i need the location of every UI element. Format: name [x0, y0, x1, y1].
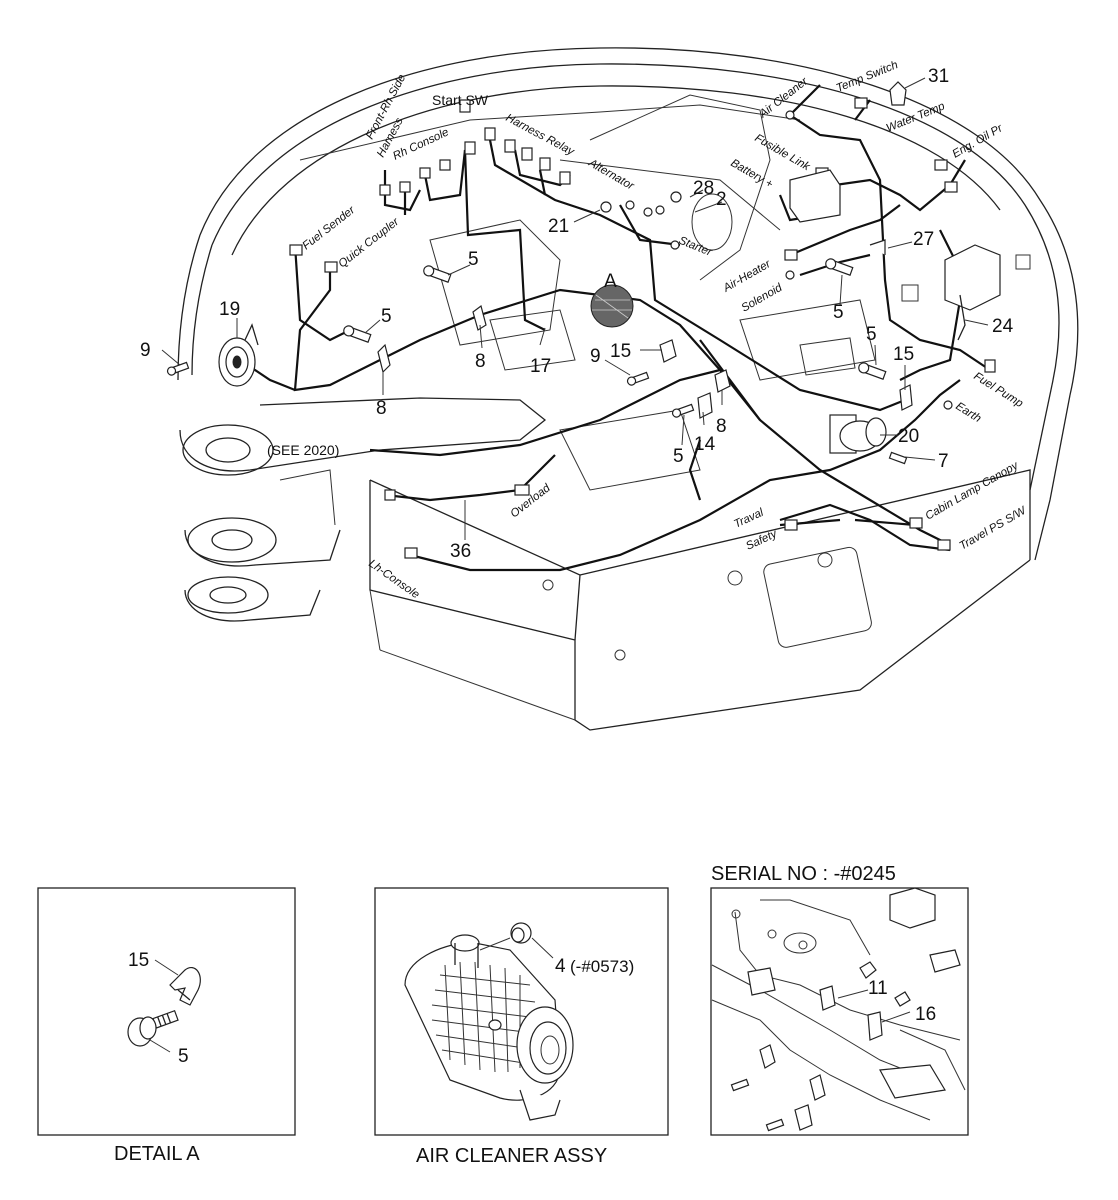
- callout-5-center: 5: [673, 446, 684, 467]
- air-cleaner-mesh: [431, 961, 541, 1073]
- callout-17: 17: [530, 356, 551, 377]
- callout-28: 28: [693, 178, 714, 199]
- callout-2: 2: [716, 189, 727, 210]
- label-lh-console: Lh-Console: [366, 558, 421, 602]
- callout-numbers: 31 28 2 21 27 5 5 5 5 5 19 9 9 8 8 8 17 …: [140, 66, 1014, 562]
- label-traval: Traval: [732, 507, 766, 531]
- callout-9-center: 9: [590, 346, 601, 367]
- callout-36: 36: [450, 541, 471, 562]
- horn-part: [218, 323, 259, 387]
- callout-24: 24: [992, 316, 1014, 337]
- label-safety: Safety: [744, 528, 780, 553]
- callout-5-upper: 5: [468, 249, 479, 270]
- callout-5-far-right: 5: [866, 324, 877, 345]
- detail-a-callout-15: 15: [128, 950, 149, 971]
- callout-15-center: 15: [610, 341, 631, 362]
- callout-14: 14: [694, 434, 716, 455]
- callout-8-mid: 8: [475, 351, 486, 372]
- callout-7: 7: [938, 451, 949, 472]
- callout-31: 31: [928, 66, 949, 87]
- callout-8-right: 8: [716, 416, 727, 437]
- callout-9-left: 9: [140, 340, 151, 361]
- vacuum-indicator: [510, 922, 532, 944]
- callout-19: 19: [219, 299, 240, 320]
- detail-a-caption: DETAIL A: [114, 1143, 200, 1165]
- bolts-and-clamps: [166, 191, 913, 465]
- callout-a: A: [604, 271, 617, 292]
- harness-wires: [239, 84, 991, 572]
- label-see-2020: (SEE 2020): [267, 442, 339, 458]
- detail-a-marker: [590, 284, 634, 328]
- temp-switch-part: [889, 81, 907, 106]
- detail-a-callout-5: 5: [178, 1046, 189, 1067]
- upper-structure-body: [177, 47, 1079, 731]
- label-fuel-pump: Fuel Pump: [971, 370, 1025, 410]
- relay-part: [829, 414, 887, 454]
- label-fuel-sender: Fuel Sender: [300, 204, 358, 253]
- battery-relay-box: [944, 244, 1001, 341]
- serial-callout-11: 11: [868, 978, 888, 999]
- leader-lines: [161, 77, 989, 540]
- label-earth: Earth: [953, 400, 983, 425]
- callout-5-right: 5: [833, 302, 844, 323]
- air-cleaner-panel: 4 (-#0573) AIR CLEANER ASSY: [374, 887, 669, 1167]
- label-eng-oil-pr: Eng. Oil Pr: [951, 122, 1006, 161]
- callout-27: 27: [913, 229, 934, 250]
- label-alternator: Alternator: [586, 157, 637, 193]
- air-cleaner-callout-4-note: (-#0573): [570, 957, 634, 976]
- fusible-link-box: [789, 169, 841, 223]
- air-cleaner-caption: AIR CLEANER ASSY: [416, 1145, 607, 1167]
- connectors: [289, 97, 996, 559]
- callout-5-left: 5: [381, 306, 392, 327]
- callout-8-left: 8: [376, 398, 387, 419]
- callout-20: 20: [898, 426, 919, 447]
- detail-a-panel: 15 5 DETAIL A: [37, 887, 296, 1165]
- label-battery-plus: Battery +: [729, 157, 775, 191]
- serial-title: SERIAL NO : -#0245: [711, 863, 896, 885]
- serial-panel: SERIAL NO : -#0245 11 16: [710, 863, 969, 1136]
- callout-15-right: 15: [893, 344, 914, 365]
- label-quick-coupler: Quick Coupler: [336, 215, 402, 270]
- label-solenoid: Solenoid: [740, 282, 785, 315]
- label-start-sw: Start SW: [432, 92, 489, 108]
- label-fusible-link: Fusible Link: [753, 132, 813, 174]
- callout-21: 21: [548, 216, 569, 237]
- label-travel-ps-sw: Travel PS S/W: [958, 504, 1030, 552]
- air-cleaner-callout-4: 4: [555, 956, 566, 977]
- serial-callout-16: 16: [915, 1004, 936, 1025]
